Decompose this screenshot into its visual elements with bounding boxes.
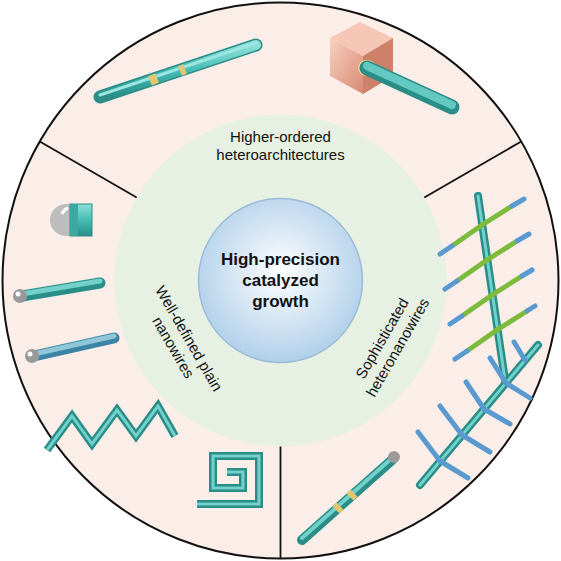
segmented-nanowire xyxy=(100,43,256,97)
cube-nanowire xyxy=(330,22,452,107)
branched-nanowire xyxy=(418,342,538,485)
spiral-nanowire xyxy=(197,456,259,504)
zigzag-nanowire xyxy=(47,406,175,450)
center-disc xyxy=(199,199,363,363)
outer-ring xyxy=(3,3,559,559)
center-circle: High-precision catalyzed growth xyxy=(199,199,363,363)
plain-nanowire xyxy=(25,336,114,363)
capsule-nanowire xyxy=(50,204,92,236)
sector-dividers xyxy=(40,142,521,559)
sector-label: Higher-ordered heteroarchitectures xyxy=(196,128,366,164)
center-title: High-precision catalyzed growth xyxy=(217,249,345,313)
green-ring xyxy=(115,115,447,447)
branched-nanowire xyxy=(440,196,535,380)
plain-nanowire xyxy=(13,281,100,303)
segmented-nanowire xyxy=(302,451,400,540)
